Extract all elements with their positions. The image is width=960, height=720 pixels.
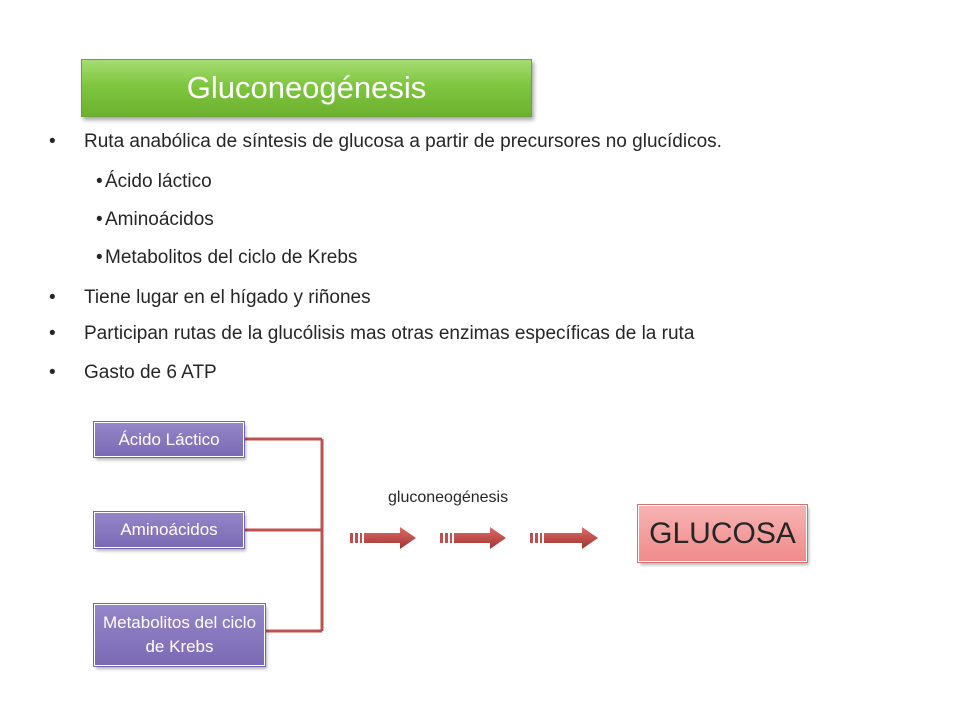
arrow-right-icon	[440, 527, 506, 549]
precursor-box-metabolitos: Metabolitos del ciclo de Krebs	[93, 603, 266, 667]
precursor-label: Aminoácidos	[120, 520, 218, 539]
bullet-text: Metabolitos del ciclo de Krebs	[105, 247, 358, 268]
precursor-label: Ácido Láctico	[118, 429, 220, 449]
bullet-text: Ruta anabólica de síntesis de glucosa a …	[84, 131, 722, 152]
sub-bullet-item: • Aminoácidos	[96, 209, 214, 231]
slide-title: Gluconeogénesis	[186, 70, 427, 105]
bullet-text: Aminoácidos	[105, 209, 214, 230]
bullet-text: Ácido láctico	[105, 171, 212, 192]
sub-bullet-item: • Ácido láctico	[96, 171, 212, 193]
bullet-item: • Gasto de 6 ATP	[49, 362, 217, 384]
product-label: GLUCOSA	[649, 516, 796, 550]
bullet-item: • Ruta anabólica de síntesis de glucosa …	[49, 131, 722, 153]
bullet-item: • Tiene lugar en el hígado y riñones	[49, 287, 371, 309]
bullet-text: Participan rutas de la glucólisis mas ot…	[84, 323, 695, 344]
product-box-glucosa: GLUCOSA	[637, 504, 808, 563]
arrow-right-icon	[530, 527, 598, 549]
precursor-box-acido-lactico: Ácido Láctico	[93, 421, 245, 458]
bullet-icon: •	[49, 362, 56, 383]
bullet-icon: •	[49, 287, 56, 308]
process-label: gluconeogénesis	[388, 489, 509, 506]
bullet-icon: •	[96, 171, 103, 192]
bullet-icon: •	[96, 247, 103, 268]
bullet-icon: •	[49, 131, 56, 152]
bullet-text: Gasto de 6 ATP	[84, 362, 217, 383]
arrow-right-icon	[350, 527, 416, 549]
bullet-icon: •	[96, 209, 103, 230]
bullet-item: • Participan rutas de la glucólisis mas …	[49, 323, 695, 345]
title-banner: Gluconeogénesis	[81, 59, 532, 117]
bullet-icon: •	[49, 323, 56, 344]
sub-bullet-item: • Metabolitos del ciclo de Krebs	[96, 247, 358, 269]
precursor-label: Metabolitos del ciclo de Krebs	[102, 613, 257, 656]
precursor-box-aminoacidos: Aminoácidos	[93, 511, 245, 549]
bullet-text: Tiene lugar en el hígado y riñones	[84, 287, 371, 308]
